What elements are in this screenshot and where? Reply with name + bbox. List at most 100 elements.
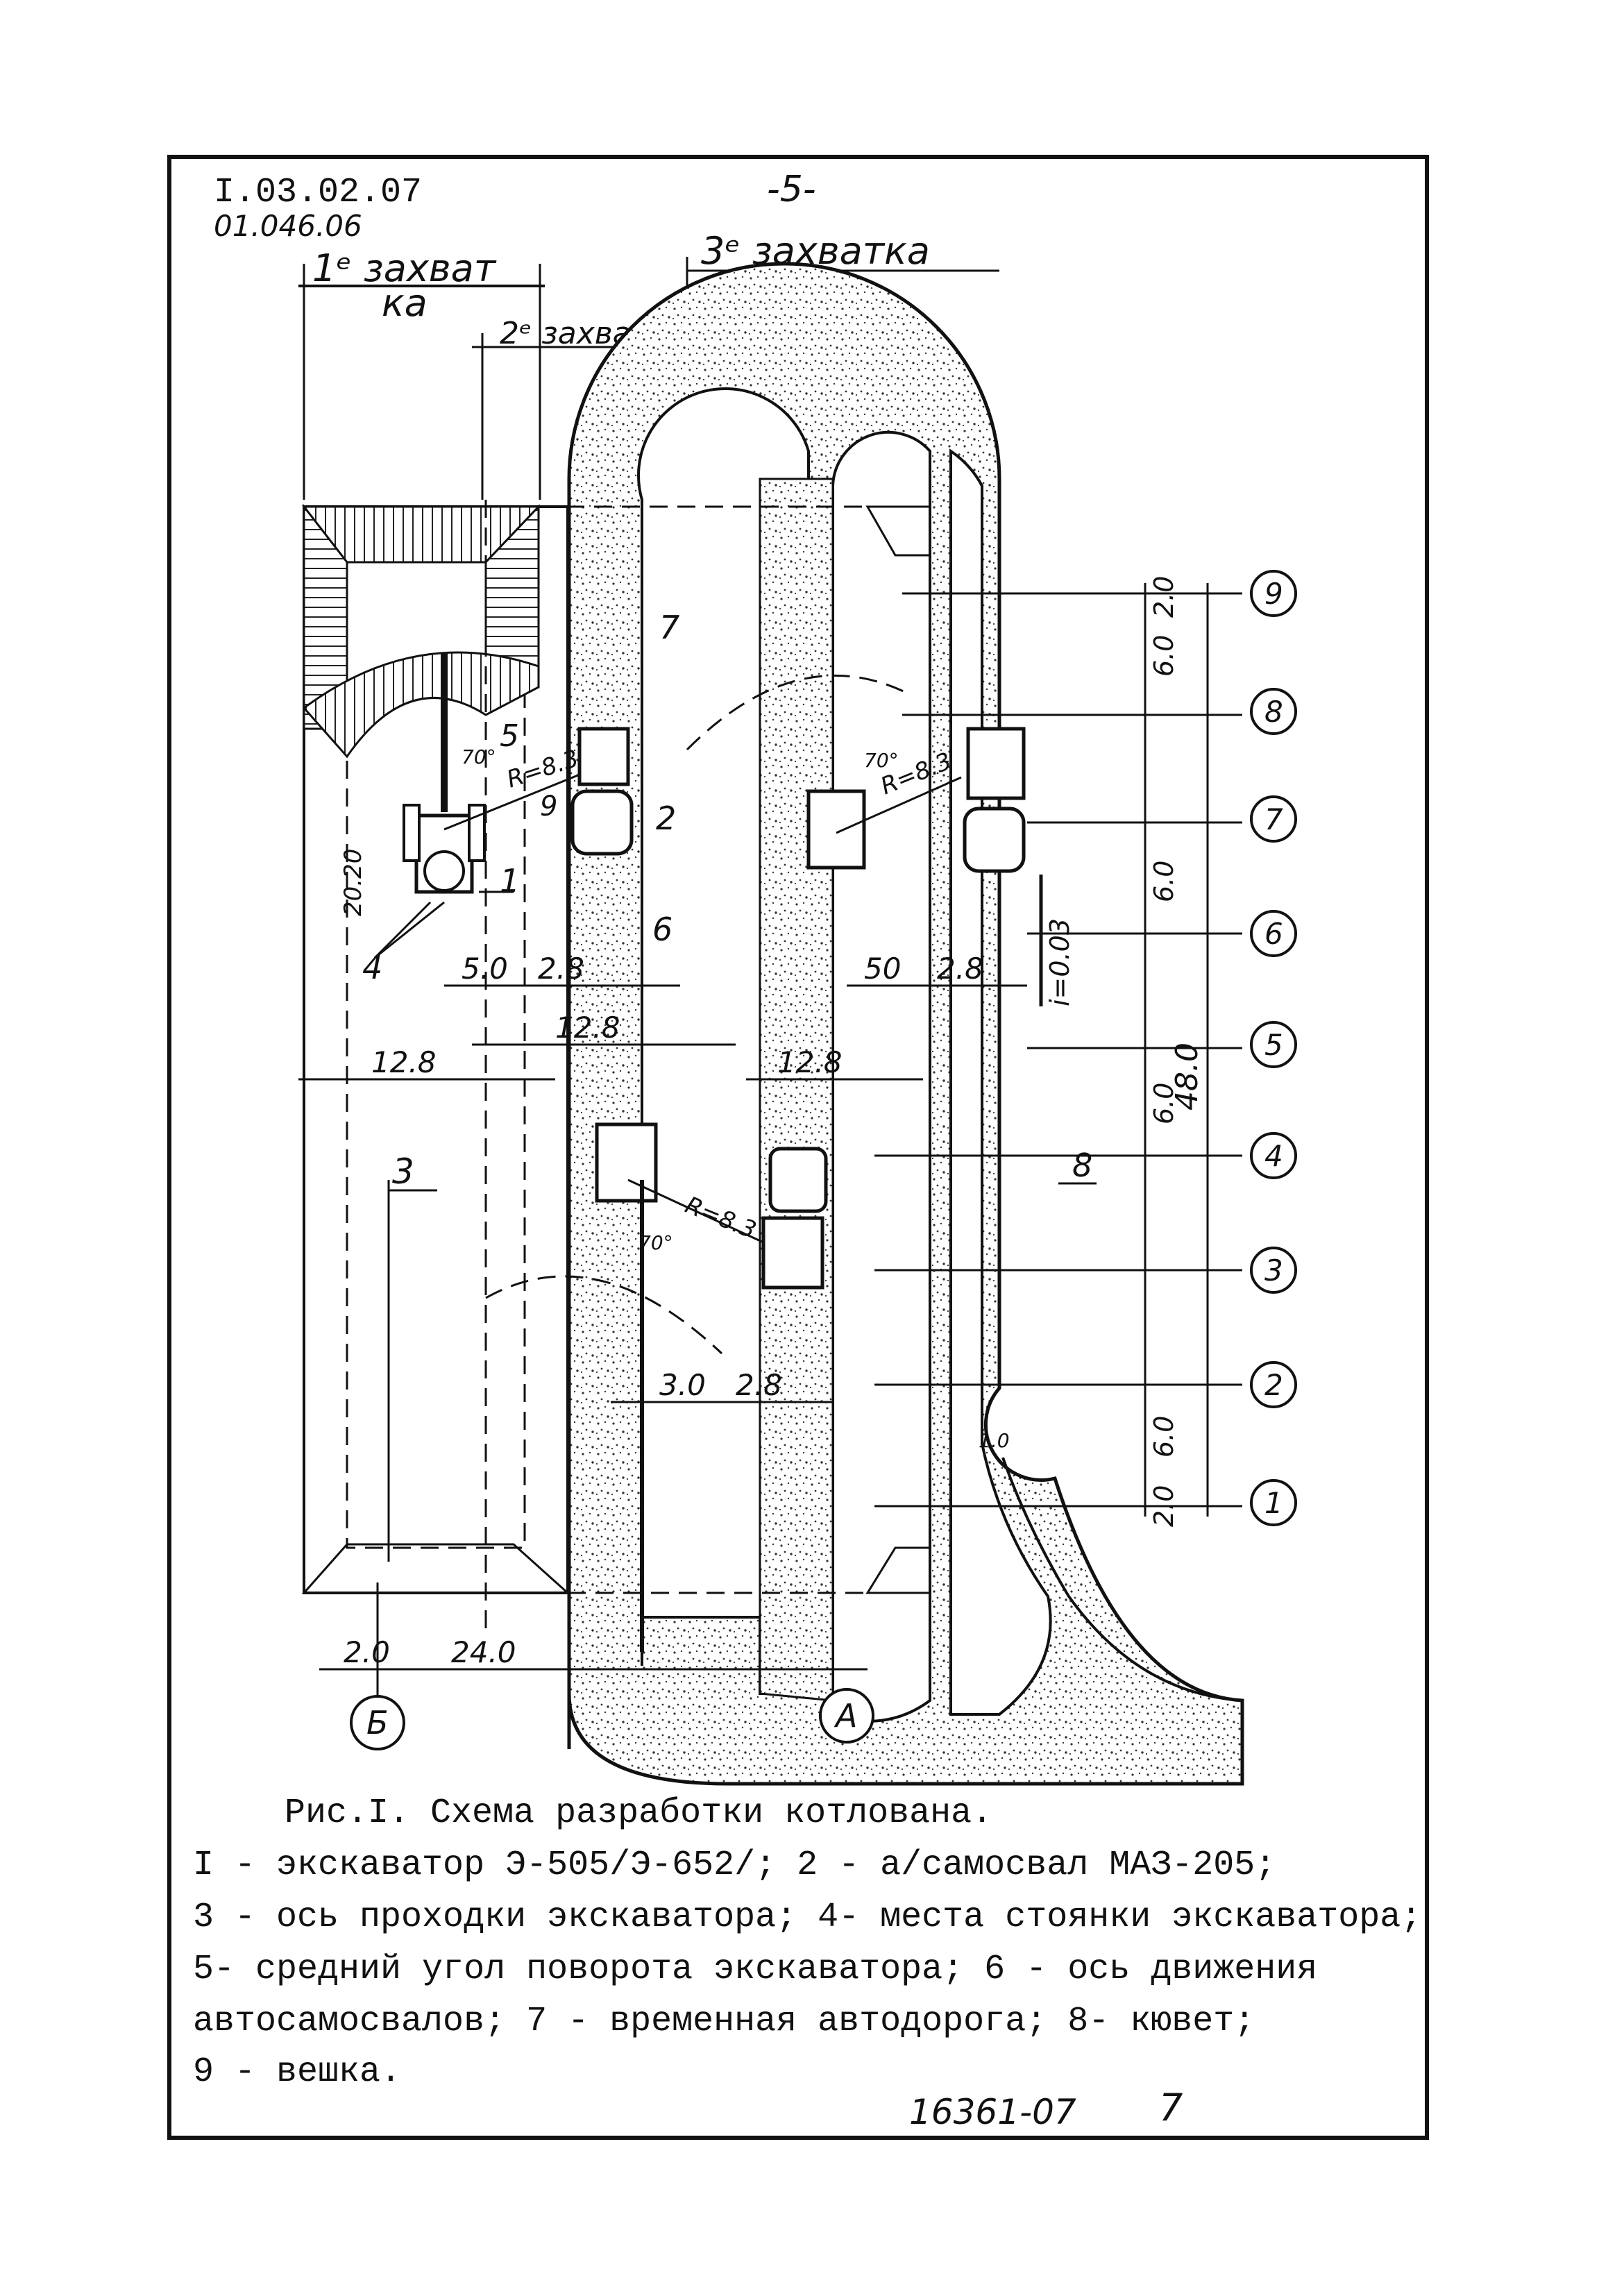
dim-6-0-c: 6.0 [1149, 1083, 1179, 1124]
callout-4-leader-a [374, 901, 445, 959]
dim-6-0-b: 6.0 [1149, 861, 1179, 902]
excavator-2 [686, 674, 962, 870]
dimension-lines [298, 984, 1027, 1671]
excavator-3-radius [627, 1179, 764, 1244]
row-label-4: 4 [1264, 1139, 1283, 1173]
truck-2 [963, 727, 1026, 873]
truck-1 [570, 727, 634, 856]
angle-1: 70° [462, 745, 496, 768]
caption-line-5: 9 - вешка. [193, 2052, 401, 2092]
col-label-b: Б [366, 1704, 389, 1741]
row-bubble-4 [1250, 1132, 1297, 1179]
row-label-6: 6 [1264, 917, 1283, 951]
dim-bottom-2: 2.0 [1149, 1485, 1179, 1527]
row-bubble-1 [1250, 1479, 1297, 1526]
row-label-1: 1 [1264, 1486, 1283, 1520]
caption-line-3: 5- средний угол поворота экскаватора; 6 … [193, 1950, 1317, 1989]
sheet-number: 7 [1159, 2086, 1183, 2129]
zone1-label-cont: ка [382, 281, 428, 325]
pit-slope-right-bot [865, 1546, 931, 1594]
callout-1: 1 [500, 862, 520, 900]
col-label-a: А [834, 1697, 857, 1734]
pit-slope-right-top [865, 505, 931, 557]
doc-subcode: 01.046.06 [214, 209, 362, 243]
row-label-5: 5 [1264, 1028, 1283, 1062]
callout-2: 2 [656, 800, 676, 837]
truck-3-bed [761, 1216, 824, 1290]
dim-5-0: 5.0 [462, 952, 508, 986]
truck-1-cab [570, 789, 634, 856]
road-inner-strip-right [831, 430, 931, 1723]
callouts: 1 2 3 4 5 6 7 8 9 [362, 609, 1097, 1192]
ditch-width: 1.0 [979, 1429, 1010, 1452]
pit-slope-bottom [301, 1543, 570, 1594]
doc-code: I.03.02.07 [214, 173, 422, 212]
excavator-radius [443, 769, 591, 831]
callout-5: 5 [500, 718, 519, 754]
dim-12-8-b: 12.8 [371, 1045, 437, 1079]
caption-line-1: I - экскаватор Э-505/Э-652/; 2 - а/самос… [193, 1846, 1276, 1885]
dim-2-8-c: 2.8 [736, 1368, 782, 1402]
callout-4-leader-b [373, 901, 432, 959]
dim-50: 50 [864, 952, 901, 986]
row-label-8: 8 [1264, 695, 1283, 729]
caption-title: Рис.I. Схема разработки котлована. [285, 1793, 992, 1833]
row-label-7: 7 [1264, 802, 1283, 836]
callout-8: 8 [1072, 1147, 1092, 1184]
excavator-3-arc [485, 1275, 723, 1355]
sheet-code: 16361-07 [909, 2092, 1076, 2132]
temporary-road [567, 262, 1244, 1786]
caption-line-2: 3 - ось проходки экскаватора; 4- места с… [193, 1898, 1421, 1937]
dim-2-8-b: 2.8 [937, 952, 983, 986]
pit-left [301, 500, 931, 1631]
truck-2-bed [966, 727, 1026, 800]
row-bubble-7 [1250, 795, 1297, 843]
row-label-9: 9 [1264, 577, 1283, 611]
dim-24-0: 24.0 [451, 1635, 516, 1669]
truck-3-cab [768, 1147, 828, 1213]
dim-12-8-c: 12.8 [777, 1045, 843, 1079]
callout-6: 6 [652, 911, 672, 948]
angle-2: 70° [864, 749, 899, 772]
excavator-swing-arc [302, 651, 540, 759]
dim-20-20: 20.20 [339, 849, 367, 916]
column-axis-labels: Б А [350, 1582, 874, 1750]
excavator-body [414, 813, 474, 894]
page-number: -5- [767, 169, 816, 210]
row-label-2: 2 [1264, 1368, 1283, 1402]
row-bubble-9 [1250, 570, 1297, 617]
dim-top-2: 2.0 [1149, 576, 1179, 618]
dim-3-0: 3.0 [659, 1368, 706, 1402]
row-bubble-2 [1250, 1361, 1297, 1408]
excavator-2-body [806, 789, 866, 870]
excavator-1 [403, 652, 591, 894]
dim-48-0: 48.0 [1169, 1043, 1205, 1111]
dim-slope: i=0.03 [1044, 918, 1075, 1006]
col-bubble-a [819, 1688, 874, 1744]
dim-6-0-d: 6.0 [1149, 1416, 1179, 1458]
angle-3: 70° [638, 1231, 673, 1254]
truck-2-cab [963, 807, 1026, 873]
truck-1-bed [577, 727, 630, 786]
col-bubble-b [350, 1695, 405, 1750]
zone1-label: 1ᵉ захват [312, 246, 497, 290]
dim-12-8-a: 12.8 [555, 1011, 620, 1045]
row-bubble-5 [1250, 1021, 1297, 1068]
row-bubble-8 [1250, 688, 1297, 735]
excavator-3 [485, 1122, 764, 1652]
truck-3 [761, 1147, 828, 1290]
dim-left-2: 2.0 [344, 1635, 390, 1669]
callout-3: 3 [392, 1151, 414, 1192]
callout-9: 9 [540, 791, 557, 822]
sheet-frame [167, 155, 1429, 2140]
dim-2-8-a: 2.8 [538, 952, 584, 986]
row-axes [874, 583, 1242, 1517]
row-label-3: 3 [1264, 1253, 1283, 1288]
excavator-2-arc [686, 674, 910, 751]
excavator-track-r [468, 804, 486, 862]
excavator-2-radius [836, 776, 962, 834]
dim-6-0-a: 6.0 [1149, 635, 1179, 677]
caption-line-4: автосамосвалов; 7 - временная автодорога… [193, 2002, 1255, 2041]
road-dotted-middle [759, 478, 834, 1702]
